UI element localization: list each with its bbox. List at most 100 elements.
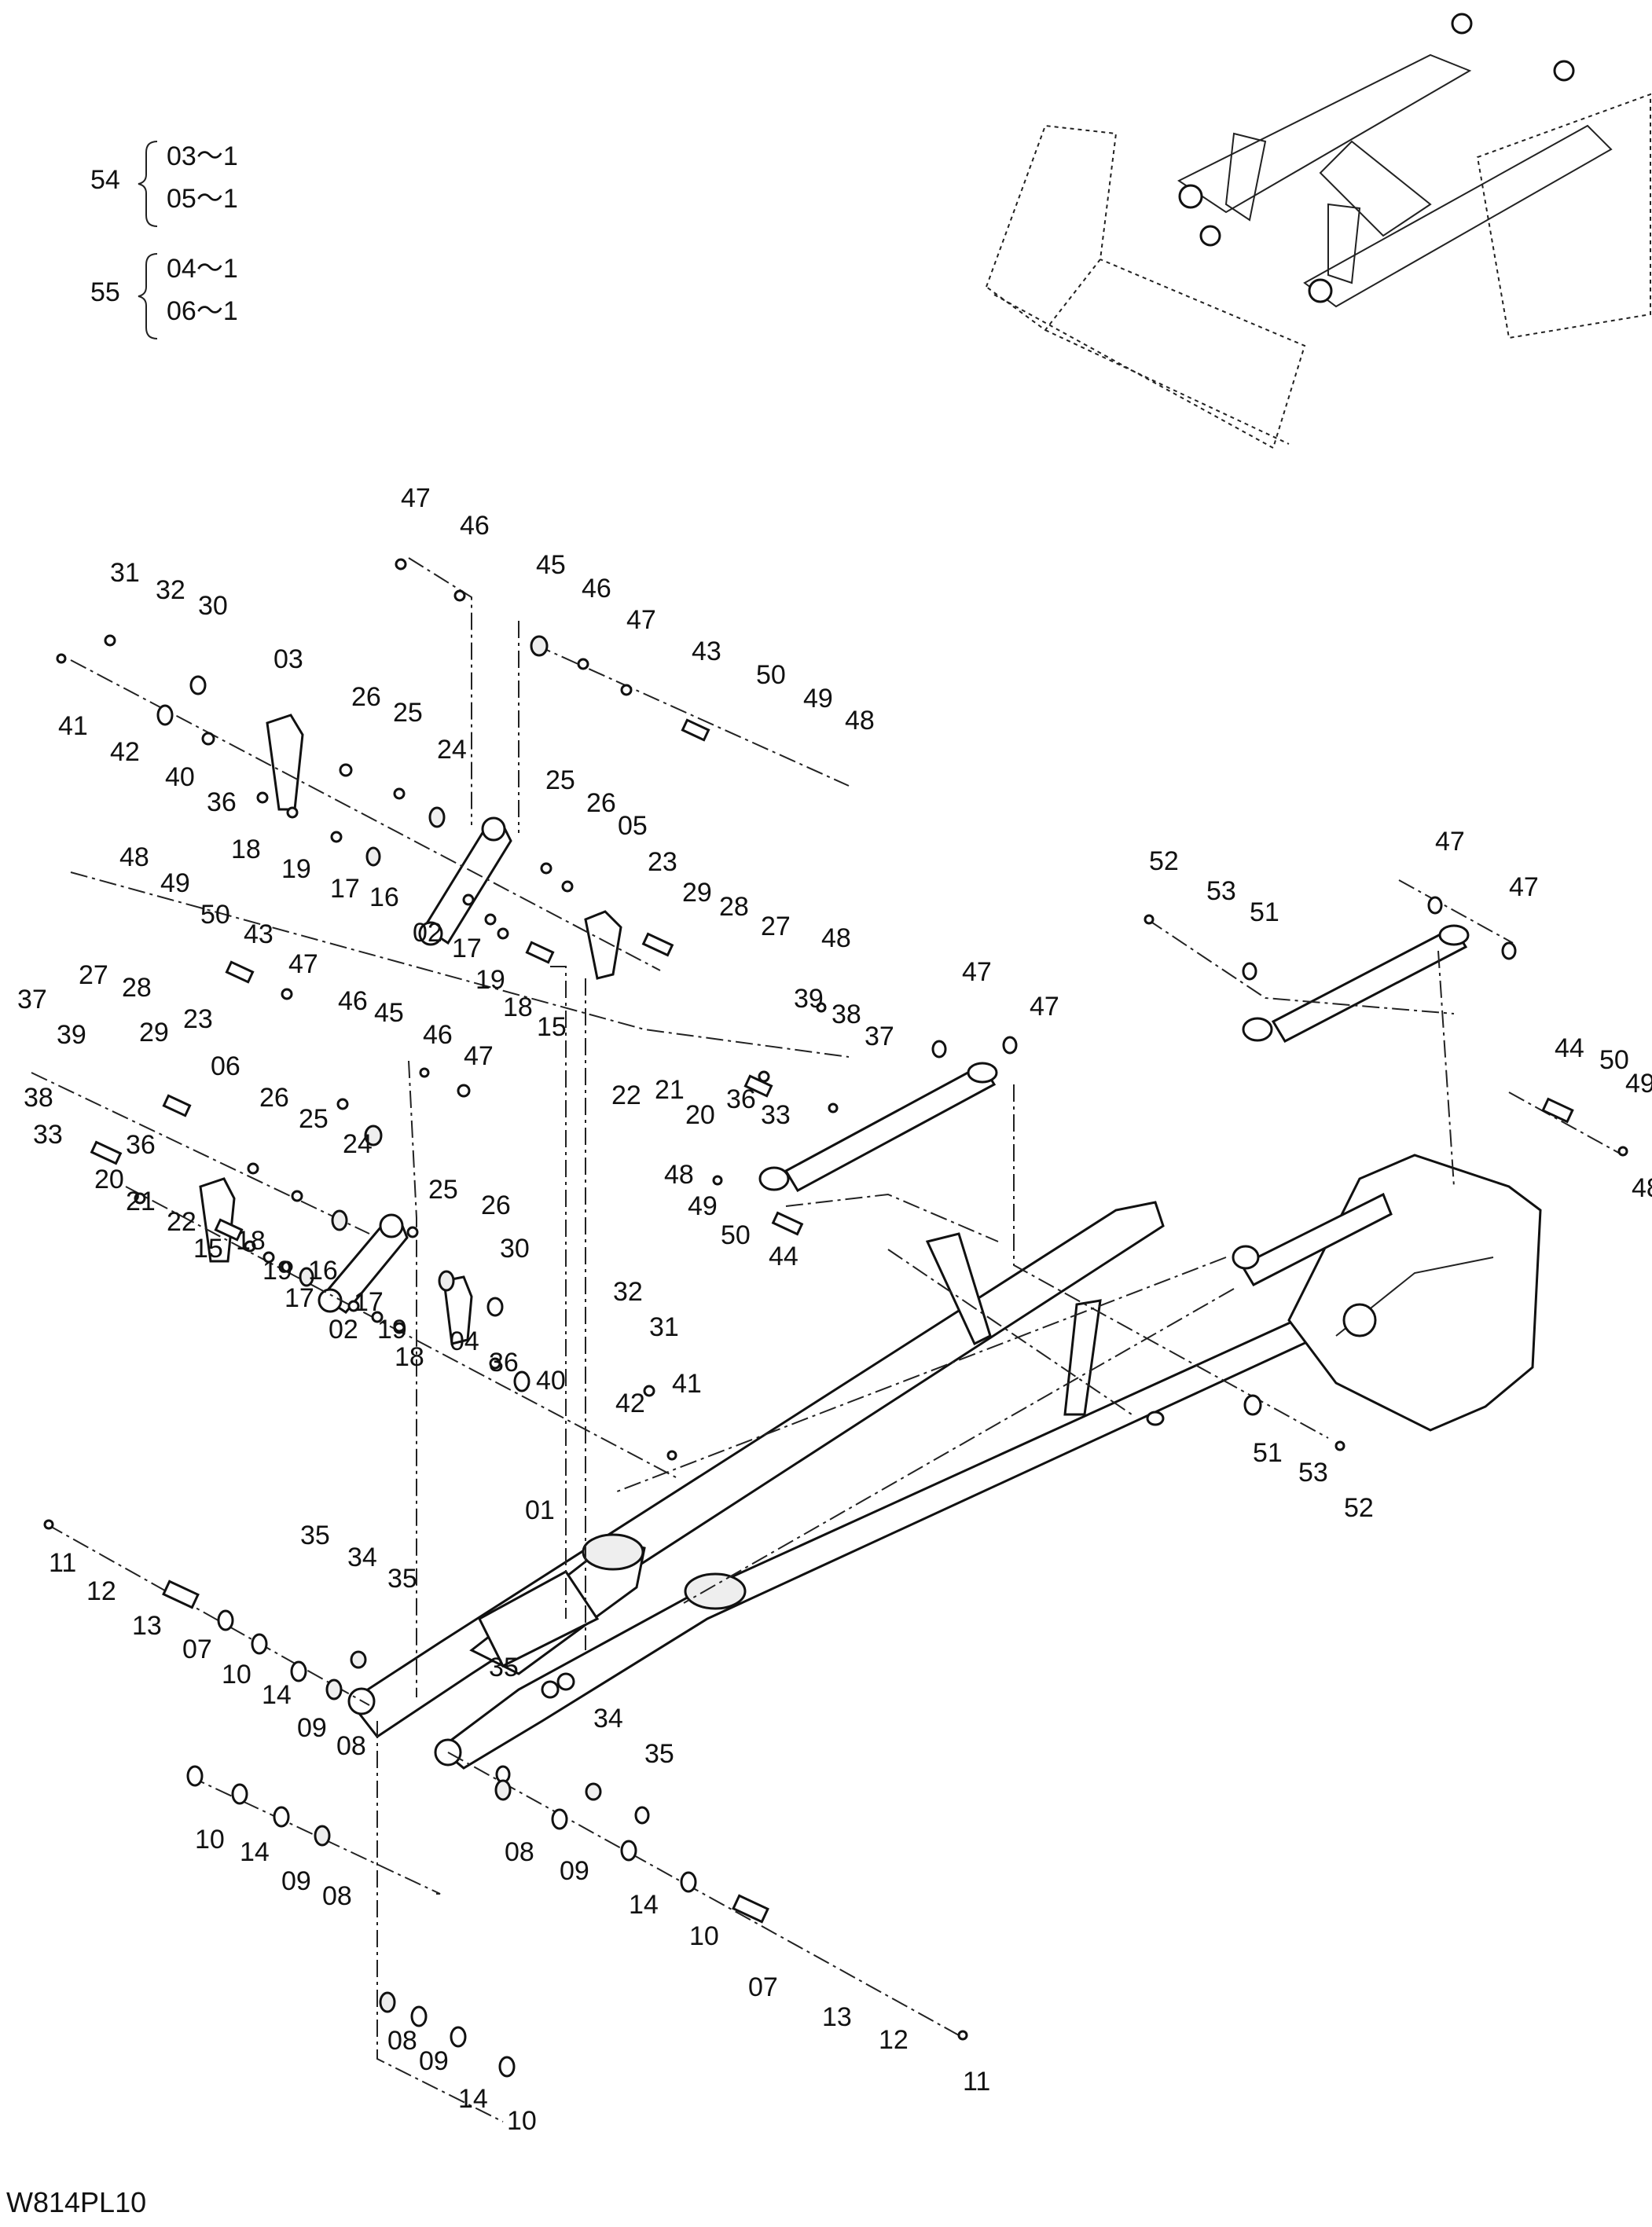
part-callout-34: 34 [593,1704,623,1734]
bolt [43,1519,54,1530]
centerline [46,1524,370,1706]
part-callout-07: 07 [182,1634,212,1664]
bolt [634,1806,650,1825]
plate [231,1783,248,1805]
part-callout-53: 53 [1298,1458,1328,1488]
link-02-upper [422,824,512,945]
link-pin-bore [379,1213,404,1238]
bellcrank [1327,203,1361,284]
cylinder-body [1271,926,1468,1043]
washer [1242,962,1257,981]
part-callout-04: 04 [450,1326,479,1356]
bolt [457,1084,471,1098]
part-callout-38: 38 [832,1000,861,1029]
centerline [683,1288,1235,1604]
part-callout-31: 31 [110,558,140,588]
seal [331,1209,348,1231]
part-callout-18: 18 [395,1342,424,1372]
bolt [1617,1146,1628,1157]
part-callout-33: 33 [761,1100,791,1130]
part-callout-51: 51 [1250,897,1279,927]
bolt [816,1002,827,1013]
part-callout-43: 43 [244,919,273,949]
cylinder-body [784,1062,997,1193]
part-callout-14: 14 [262,1680,292,1710]
part-callout-32: 32 [156,575,185,605]
part-callout-30: 30 [500,1234,530,1264]
part-callout-06: 06 [211,1051,240,1081]
part-callout-42: 42 [615,1389,645,1418]
plate [489,1357,501,1370]
part-callout-53: 53 [1206,876,1236,906]
plate [450,2026,467,2048]
part-callout-08: 08 [336,1731,366,1761]
legend-54-item-b: 05～1 [167,184,238,214]
pin-07 [162,1579,200,1609]
part-callout-26: 26 [351,682,381,712]
part-callout-19: 19 [262,1256,292,1286]
part-callout-36: 36 [489,1348,519,1378]
washer [498,2056,516,2078]
part-callout-07: 07 [748,1972,778,2002]
washer [1002,1036,1018,1055]
part-callout-41: 41 [672,1369,702,1399]
part-callout-17: 17 [285,1283,314,1313]
part-callout-21: 21 [655,1075,685,1105]
bellcrank-03 [266,714,304,811]
washer [453,589,466,602]
part-callout-22: 22 [167,1207,196,1237]
bucket-edge [1044,329,1290,445]
part-callout-19: 19 [475,965,505,995]
callout-labels: 4746313230454647435049480326252441424036… [17,483,1652,2136]
boom-boss [541,1680,560,1699]
part-callout-36: 36 [726,1084,756,1114]
part-callout-47: 47 [288,949,318,979]
centerline [31,1072,370,1235]
centerline [1398,879,1514,944]
part-callout-47: 47 [1435,827,1465,857]
part-callout-50: 50 [200,900,230,930]
ring [406,1226,419,1238]
bushing [365,846,381,867]
part-callout-48: 48 [664,1160,694,1190]
part-callout-28: 28 [122,973,152,1003]
part-callout-13: 13 [822,2002,852,2032]
part-callout-10: 10 [195,1825,225,1855]
part-callout-19: 19 [281,854,311,884]
drawing-code: W814PL10 [6,2186,146,2218]
part-callout-30: 30 [198,591,228,621]
nut [530,635,549,657]
part-callout-47: 47 [1509,872,1539,902]
part-callout-17: 17 [354,1287,384,1317]
seal [428,806,446,828]
part-callout-50: 50 [756,660,786,690]
part-callout-11: 11 [49,1548,76,1578]
bolt [104,634,116,647]
part-callout-27: 27 [79,960,108,990]
part-callout-26: 26 [586,788,616,818]
bushing [561,880,574,893]
part-callout-19: 19 [377,1315,407,1345]
part-callout-43: 43 [692,637,721,666]
shim [156,704,174,726]
plate [486,1297,504,1317]
cylinder-eye [1438,924,1470,946]
part-callout-08: 08 [387,2026,417,2056]
part-callout-28: 28 [719,892,749,922]
centerline [550,966,567,1619]
cross-tube [478,1570,600,1668]
bucket-link [1063,1299,1102,1416]
ring [330,831,343,843]
part-callout-37: 37 [865,1022,894,1051]
bushing [494,1779,512,1801]
part-callout-44: 44 [769,1242,798,1271]
pin-23 [641,932,674,957]
part-callout-39: 39 [794,984,824,1014]
part-callout-14: 14 [240,1837,270,1867]
part-callout-46: 46 [582,574,611,604]
bushing [379,1991,396,2013]
pin [1178,184,1203,209]
bolt [957,2030,968,2041]
nut [364,1125,383,1147]
bucket-link [925,1232,992,1346]
